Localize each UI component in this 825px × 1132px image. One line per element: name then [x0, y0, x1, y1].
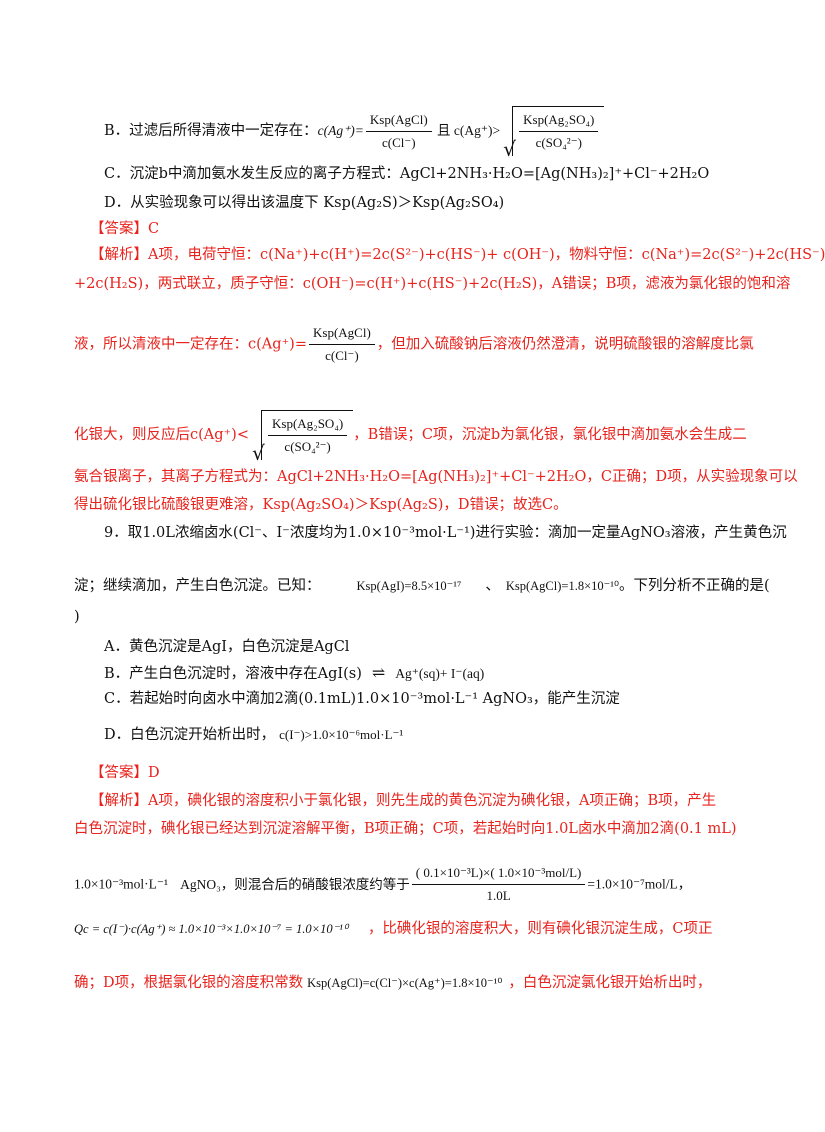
q9-explanation-line-2: 白色沉淀时，碘化银已经达到沉淀溶解平衡，B项正确；C项，若起始时向1.0L卤水中…: [74, 821, 737, 837]
q9-option-c: C．若起始时向卤水中滴加2滴(0.1mL)1.0×10⁻³mol·L⁻¹ AgN…: [104, 691, 620, 707]
q8-explanation-line-6: 得出硫化银比硫酸银更难溶，Ksp(Ag₂SO₄)＞Ksp(Ag₂S)，D错误；故…: [74, 497, 568, 513]
q8-option-b-fraction1: Ksp(AgCl) c(Cl⁻): [365, 109, 432, 154]
q9-exp3-conc: 1.0×10⁻³mol·L⁻¹: [74, 876, 169, 892]
q8-explanation-line-2: +2c(H₂S)，两式联立，质子守恒：c(OH⁻)=c(H⁺)+c(HS⁻)+2…: [74, 276, 791, 292]
q9-explanation-line-1: 【解析】A项，碘化银的溶度积小于氯化银，则先生成的黄色沉淀为碘化银，A项正确；B…: [90, 793, 717, 809]
q9-stem-line-3: ): [74, 609, 80, 625]
q9-ksp-agcl: Ksp(AgCl)=1.8×10⁻¹⁰: [505, 579, 619, 593]
q9-exp5-tail: ，白色沉淀氯化银开始析出时，: [508, 975, 712, 991]
q9-exp5-text: 确；D项，根据氯化银的溶度积常数: [74, 975, 304, 991]
fraction-numerator: Ksp(AgCl): [309, 322, 375, 345]
q9-exp4-text: ，比碘化银的溶度积大，则有碘化银沉淀生成，C项正: [367, 921, 713, 937]
q9-explanation-line-4: Qc = c(I⁻)·c(Ag⁺) ≈ 1.0×10⁻³×1.0×10⁻⁷ = …: [74, 918, 713, 940]
q8-option-d: D．从实验现象可以得出该温度下 Ksp(Ag₂S)＞Ksp(Ag₂SO₄): [104, 195, 505, 211]
q9-exp4-qc: Qc = c(I⁻)·c(Ag⁺) ≈ 1.0×10⁻³×1.0×10⁻⁷ = …: [74, 922, 348, 936]
fraction-denominator: c(Cl⁻): [325, 348, 359, 363]
q8-exp3-post: ，但加入硫酸钠后溶液仍然澄清，说明硫酸银的溶解度比氯: [376, 336, 754, 353]
fraction-numerator: Ksp(Ag₂SO₄): [519, 109, 599, 132]
q9-exp3-fraction: ( 0.1×10⁻³L)×( 1.0×10⁻³mol/L) 1.0L: [411, 862, 586, 907]
q9-stem-text: 淀；继续滴加，产生白色沉淀。已知：: [74, 578, 321, 594]
q8-exp4-pre: 化银大，则反应后c(Ag⁺)<: [74, 427, 249, 443]
fraction-denominator: 1.0L: [486, 888, 511, 903]
q8-exp3-pre: 液，所以清液中一定存在：c(Ag⁺)=: [74, 336, 307, 353]
q8-option-b-sqrt: Ksp(Ag₂SO₄) c(SO₄²⁻): [503, 106, 605, 160]
q9-exp5-ksp: Ksp(AgCl)=c(Cl⁻)×c(Ag⁺)=1.8×10⁻¹⁰: [307, 976, 503, 990]
fraction-denominator: c(Cl⁻): [381, 134, 416, 150]
document-page: B．过滤后所得清液中一定存在：c(Ag⁺)=Ksp(AgCl)c(Cl⁻) 且 …: [0, 0, 800, 1132]
q8-option-b-text: B．过滤后所得清液中一定存在：: [104, 123, 318, 139]
fraction-numerator: Ksp(AgCl): [365, 109, 432, 132]
fraction-numerator: ( 0.1×10⁻³L)×( 1.0×10⁻³mol/L): [411, 862, 586, 885]
q9-option-b-text: B．产生白色沉淀时，溶液中存在AgI(s): [104, 666, 362, 682]
fraction-denominator: c(SO₄²⁻): [535, 135, 582, 150]
q9-option-d-text: D．白色沉淀开始析出时，: [104, 727, 276, 743]
q8-answer: 【答案】C: [90, 221, 160, 237]
q9-explanation-line-3: 1.0×10⁻³mol·L⁻¹ AgNO₃，则混合后的硝酸银浓度约等于( 0.1×…: [74, 862, 691, 907]
equilibrium-arrow-icon: ⇌: [371, 663, 386, 682]
q9-option-b-ions: Ag⁺(sq)+ I⁻(aq): [395, 666, 485, 681]
q8-option-c: C．沉淀b中滴加氨水发生反应的离子方程式：AgCl+2NH₃·H₂O=[Ag(N…: [104, 166, 710, 182]
q9-ksp-agi: Ksp(AgI)=8.5×10⁻¹⁷: [356, 579, 462, 593]
q8-explanation-line-3: 液，所以清液中一定存在：c(Ag⁺)=Ksp(AgCl) c(Cl⁻) ，但加入硫酸…: [74, 322, 754, 367]
q9-option-d-eq: c(I⁻)>1.0×10⁻⁶mol·L⁻¹: [279, 727, 404, 742]
q9-stem-line-1: 9．取1.0L浓缩卤水(Cl⁻、I⁻浓度均为1.0×10⁻³mol·L⁻¹)进行…: [104, 525, 787, 541]
q9-answer: 【答案】D: [90, 765, 160, 781]
q8-exp3-fraction: Ksp(AgCl) c(Cl⁻): [309, 322, 375, 367]
q8-option-b-eq1-left: c(Ag⁺)=: [317, 123, 364, 138]
q9-stem-line-2: 淀；继续滴加，产生白色沉淀。已知： Ksp(AgI)=8.5×10⁻¹⁷ 、 Ksp(…: [74, 575, 770, 597]
q8-exp4-fraction: Ksp(Ag₂SO₄) c(SO₄²⁻): [268, 413, 348, 458]
fraction-numerator: Ksp(Ag₂SO₄): [268, 413, 348, 436]
q8-option-b-fraction2: Ksp(Ag₂SO₄) c(SO₄²⁻): [519, 109, 599, 154]
q9-exp3-agno3: AgNO₃，则混合后的硝酸银浓度约等于: [180, 876, 410, 892]
q8-exp4-post: ，B错误；C项，沉淀b为氯化银，氯化银中滴加氨水会生成二: [353, 427, 747, 443]
q8-explanation-line-5: 氨合银离子，其离子方程式为：AgCl+2NH₃·H₂O=[Ag(NH₃)₂]⁺+…: [74, 469, 798, 485]
q8-exp4-sqrt: Ksp(Ag₂SO₄) c(SO₄²⁻): [252, 410, 354, 464]
q8-option-b: B．过滤后所得清液中一定存在：c(Ag⁺)=Ksp(AgCl) c(Cl⁻) 且 …: [104, 106, 605, 160]
fraction-denominator: c(SO₄²⁻): [284, 439, 331, 454]
q9-exp3-result: =1.0×10⁻⁷mol/L，: [587, 876, 692, 892]
q8-option-b-mid: 且 c(Ag⁺)>: [433, 123, 501, 138]
q9-separator: 、: [485, 578, 500, 594]
q9-option-a: A．黄色沉淀是AgI，白色沉淀是AgCl: [104, 639, 350, 655]
q8-explanation-line-1: 【解析】A项，电荷守恒：c(Na⁺)+c(H⁺)=2c(S²⁻)+c(HS⁻)+…: [90, 247, 825, 263]
q9-option-b: B．产生白色沉淀时，溶液中存在AgI(s) ⇌ Ag⁺(sq)+ I⁻(aq): [104, 662, 484, 685]
q8-explanation-line-4: 化银大，则反应后c(Ag⁺)< Ksp(Ag₂SO₄) c(SO₄²⁻) ，B错误；C…: [74, 410, 747, 464]
q9-option-d: D．白色沉淀开始析出时，c(I⁻)>1.0×10⁻⁶mol·L⁻¹: [104, 724, 403, 746]
q9-stem-question: 。下列分析不正确的是(: [618, 578, 770, 594]
